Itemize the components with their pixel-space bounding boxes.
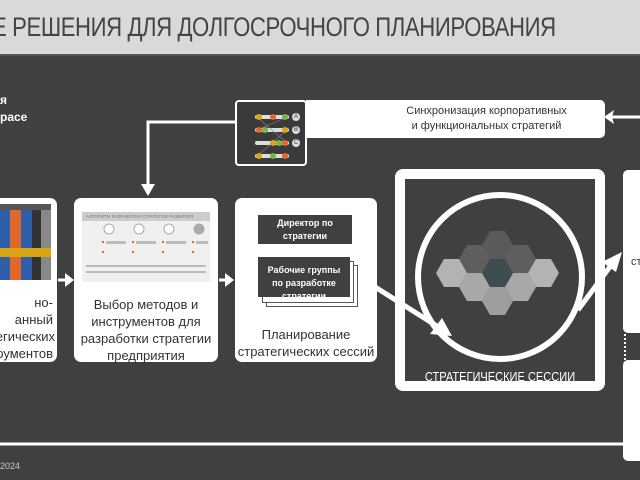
director-box: Директор по стратегии [258, 215, 352, 244]
step-card-1: но- анный тегических рументов [0, 198, 57, 362]
step3-line: стратегических сессий [237, 344, 375, 359]
thumbnail-title: АЛГОРИТМ РАЗРАБОТКИ СТРАТЕГИИ РАЗВИТИЯ [82, 212, 210, 221]
step2-line: разработки стратегии [80, 331, 212, 346]
step1-line: тегических [0, 329, 55, 344]
step1-line: но- [34, 295, 53, 310]
marker-b: B [292, 126, 300, 134]
sync-label-box: Синхронизация корпоративных и функционал… [306, 100, 605, 138]
working-groups-box: Рабочие группы по разработке стратегии [258, 257, 350, 301]
page-title: Е РЕШЕНИЯ ДЛЯ ДОЛГОСРОЧНОГО ПЛАНИРОВАНИЯ [0, 12, 556, 42]
step2-line: инструментов для [91, 314, 201, 329]
sync-label-line2: и функциональных стратегий [411, 120, 562, 132]
progress-circles-icon [86, 223, 208, 273]
sync-lines-icon [255, 114, 289, 159]
right-card-text: ст [631, 256, 640, 268]
marker-c: C [292, 139, 300, 147]
step1-line: рументов [0, 346, 53, 361]
header-band: Е РЕШЕНИЯ ДЛЯ ДОЛГОСРОЧНОГО ПЛАНИРОВАНИЯ [0, 0, 640, 56]
sync-diagram-image: A B C [235, 100, 307, 166]
right-result-card: ст [623, 170, 640, 333]
sync-label-line1: Синхронизация корпоративных [406, 105, 567, 117]
step2-line: предприятия [107, 348, 185, 363]
strategic-sessions-label: СТРАТЕГИЧЕСКИЕ СЕССИИ [424, 369, 576, 384]
step2-line: Выбор методов и [93, 297, 199, 312]
dotted-connector [624, 334, 628, 360]
right-lower-card [623, 360, 640, 461]
step3-line: Планирование [261, 327, 351, 342]
step1-line: анный [14, 312, 53, 327]
step-card-3: Директор по стратегии Рабочие группы по … [235, 198, 377, 362]
algorithm-thumbnail: АЛГОРИТМ РАЗРАБОТКИ СТРАТЕГИИ РАЗВИТИЯ [82, 212, 210, 282]
left-caption-line2: pace [0, 110, 28, 124]
marker-a: A [292, 113, 300, 121]
left-caption-line1: я [0, 93, 8, 107]
arrow-sync-to-step2 [146, 120, 236, 186]
footer-year: 2024 [0, 461, 21, 471]
step-card-2: АЛГОРИТМ РАЗРАБОТКИ СТРАТЕГИИ РАЗВИТИЯ В… [74, 198, 218, 363]
tools-matrix-thumbnail [0, 204, 51, 280]
hexagon-cycle-icon [415, 192, 585, 362]
